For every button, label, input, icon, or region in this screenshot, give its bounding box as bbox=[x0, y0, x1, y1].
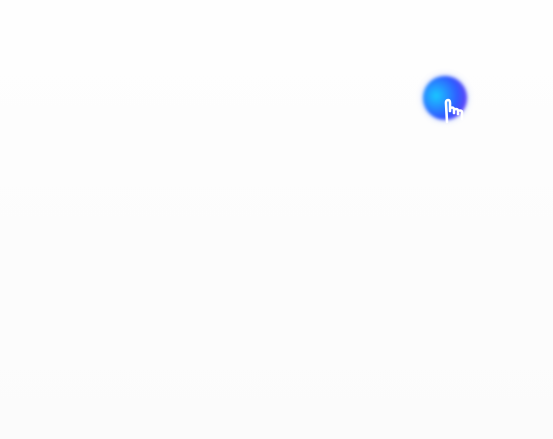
pointing-hand-icon bbox=[444, 98, 464, 124]
hand-outline bbox=[444, 98, 464, 124]
glow-orb-icon bbox=[423, 76, 467, 120]
tap-gesture-hint[interactable] bbox=[420, 73, 472, 125]
